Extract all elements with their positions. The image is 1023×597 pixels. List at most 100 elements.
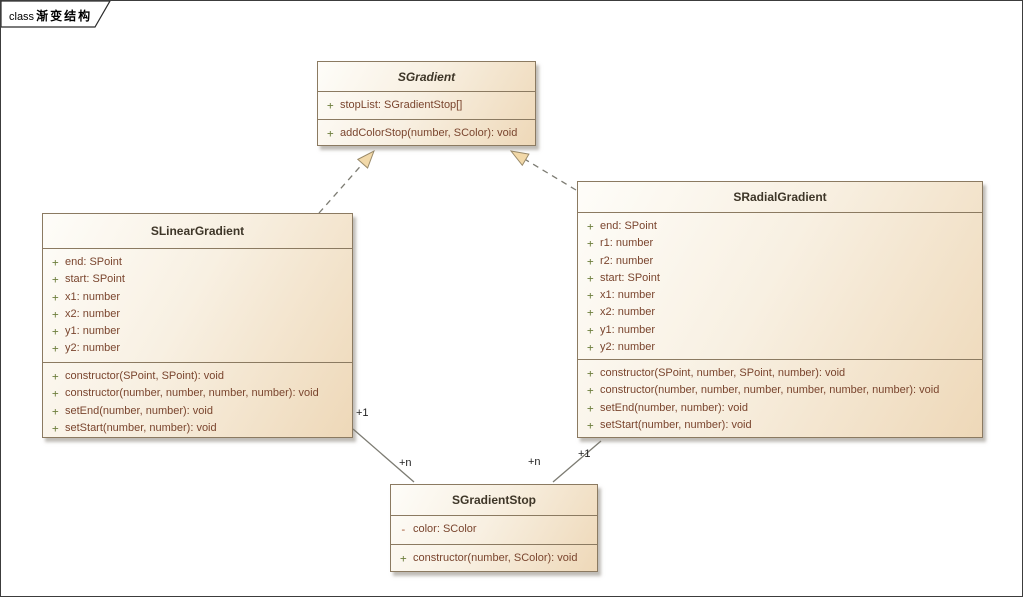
visibility-marker: + xyxy=(587,323,594,337)
visibility-marker: + xyxy=(52,290,59,304)
realization-connector-slineargradient-sgradient[interactable] xyxy=(318,163,364,214)
attribute-row[interactable]: +end: SPoint xyxy=(43,254,352,271)
attribute-row[interactable]: + y2: number xyxy=(578,339,982,356)
multiplicity-label[interactable]: +n xyxy=(399,457,412,469)
method-row[interactable]: +constructor(SPoint, number, SPoint, num… xyxy=(578,365,982,382)
class-box-sgradientstop[interactable]: SGradientStop -color: SColor + constructo… xyxy=(390,484,598,572)
member-signature: y2: number xyxy=(65,342,121,355)
member-signature: setStart(number, number): void xyxy=(65,421,217,434)
visibility-marker: + xyxy=(587,418,594,432)
attribute-row[interactable]: + x2: number xyxy=(578,304,982,321)
frame-tab-shape xyxy=(1,1,111,28)
attribute-row[interactable]: +stopList: SGradientStop[] xyxy=(318,97,535,114)
method-row[interactable]: +setStart(number, number): void xyxy=(578,417,982,434)
frame-keyword: class xyxy=(9,11,35,23)
attribute-row[interactable]: +start: SPoint xyxy=(43,271,352,288)
member-signature: constructor(number, SColor): void xyxy=(413,552,578,564)
member-signature: x1: number xyxy=(600,289,656,302)
attribute-row[interactable]: + y1: number xyxy=(43,323,352,340)
member-signature: x2: number xyxy=(600,306,656,319)
attribute-row[interactable]: + x2: number xyxy=(43,306,352,323)
class-title[interactable]: SGradient xyxy=(318,62,535,92)
member-signature: addColorStop(number, SColor): void xyxy=(340,127,518,139)
method-row[interactable]: +constructor(number, number, number, num… xyxy=(578,382,982,399)
member-signature: start: SPoint xyxy=(65,273,125,286)
visibility-marker: + xyxy=(52,387,59,401)
method-row[interactable]: +setStart(number, number): void xyxy=(43,420,352,437)
class-box-slineargradient[interactable]: SLinearGradient +end: SPoint+start: SPoi… xyxy=(42,213,353,438)
member-signature: constructor(number, number, number, numb… xyxy=(600,384,940,397)
attributes-compartment[interactable]: +end: SPoint+r1: number+r2: number+start… xyxy=(578,213,982,360)
attribute-row[interactable]: + r2: number xyxy=(578,253,982,270)
member-signature: r1: number xyxy=(600,237,654,250)
methods-compartment[interactable]: + constructor(number, SColor): void xyxy=(391,545,597,571)
attribute-row[interactable]: + x1: number xyxy=(43,289,352,306)
multiplicity-label[interactable]: +n xyxy=(528,456,541,468)
visibility-marker: - xyxy=(400,523,407,536)
member-signature: stopList: SGradientStop[] xyxy=(340,99,463,111)
multiplicity-label[interactable]: +1 xyxy=(356,407,369,419)
visibility-marker: + xyxy=(52,256,59,269)
visibility-marker: + xyxy=(52,307,59,321)
attribute-row[interactable]: + x1: number xyxy=(578,287,982,304)
class-title[interactable]: SGradientStop xyxy=(391,485,597,516)
class-title[interactable]: SLinearGradient xyxy=(43,214,352,249)
member-signature: setEnd(number, number): void xyxy=(65,404,213,417)
member-signature: r2: number xyxy=(600,254,654,267)
member-signature: x1: number xyxy=(65,290,121,303)
attributes-compartment[interactable]: +end: SPoint+start: SPoint+x1: number+x2… xyxy=(43,249,352,363)
visibility-marker: + xyxy=(52,342,59,356)
frame-title: 渐变结构 xyxy=(36,9,93,23)
visibility-marker: + xyxy=(587,401,594,415)
attribute-row[interactable]: -color: SColor xyxy=(391,521,597,538)
visibility-marker: + xyxy=(587,254,594,268)
class-name: SRadialGradient xyxy=(733,190,827,204)
class-title[interactable]: SRadialGradient xyxy=(578,182,982,213)
attributes-compartment[interactable]: -color: SColor xyxy=(391,516,597,545)
methods-compartment[interactable]: +constructor(SPoint, SPoint): void+const… xyxy=(43,363,352,437)
attribute-row[interactable]: +y1: number xyxy=(578,322,982,339)
methods-compartment[interactable]: +constructor(SPoint, number, SPoint, num… xyxy=(578,360,982,437)
class-box-sgradient[interactable]: SGradient +stopList: SGradientStop[] + ad… xyxy=(317,61,536,146)
attribute-row[interactable]: +r1: number xyxy=(578,235,982,252)
methods-compartment[interactable]: + addColorStop(number, SColor): void xyxy=(318,120,535,145)
member-signature: x2: number xyxy=(65,307,121,320)
visibility-marker: + xyxy=(52,325,59,339)
visibility-marker: + xyxy=(52,370,59,383)
method-row[interactable]: + addColorStop(number, SColor): void xyxy=(318,125,535,142)
class-name: SGradientStop xyxy=(451,493,536,507)
method-row[interactable]: + setEnd(number, number): void xyxy=(578,400,982,417)
class-name: SLinearGradient xyxy=(150,224,245,238)
visibility-marker: + xyxy=(400,552,407,565)
method-row[interactable]: +constructor(SPoint, SPoint): void xyxy=(43,368,352,385)
class-name: SGradient xyxy=(397,69,456,84)
visibility-marker: + xyxy=(327,127,334,140)
method-row[interactable]: +constructor(number, number, number, num… xyxy=(43,385,352,402)
method-row[interactable]: + constructor(number, SColor): void xyxy=(391,550,597,567)
visibility-marker: + xyxy=(587,220,594,233)
visibility-marker: + xyxy=(587,367,594,380)
association-connector-slineargradient-sgradientstop[interactable] xyxy=(352,428,415,483)
realization-arrowhead-icon xyxy=(356,149,375,169)
association-connector-sradialgradient-sgradientstop[interactable] xyxy=(552,440,602,483)
class-box-sradialgradient[interactable]: SRadialGradient +end: SPoint+r1: number+… xyxy=(577,181,983,438)
member-signature: setEnd(number, number): void xyxy=(600,401,748,414)
member-signature: end: SPoint xyxy=(600,220,657,232)
member-signature: y1: number xyxy=(65,325,121,338)
visibility-marker: + xyxy=(587,341,594,355)
member-signature: y2: number xyxy=(600,341,656,354)
multiplicity-label[interactable]: +1 xyxy=(578,448,591,460)
visibility-marker: + xyxy=(587,271,594,285)
visibility-marker: + xyxy=(587,306,594,320)
visibility-marker: + xyxy=(587,289,594,303)
visibility-marker: + xyxy=(52,404,59,418)
attribute-row[interactable]: + y2: number xyxy=(43,340,352,357)
attribute-row[interactable]: +start: SPoint xyxy=(578,270,982,287)
attributes-compartment[interactable]: +stopList: SGradientStop[] xyxy=(318,92,535,120)
realization-connector-sradialgradient-sgradient[interactable] xyxy=(525,159,577,191)
attribute-row[interactable]: + end: SPoint xyxy=(578,218,982,235)
realization-arrowhead-icon xyxy=(509,150,530,167)
method-row[interactable]: + setEnd(number, number): void xyxy=(43,403,352,420)
